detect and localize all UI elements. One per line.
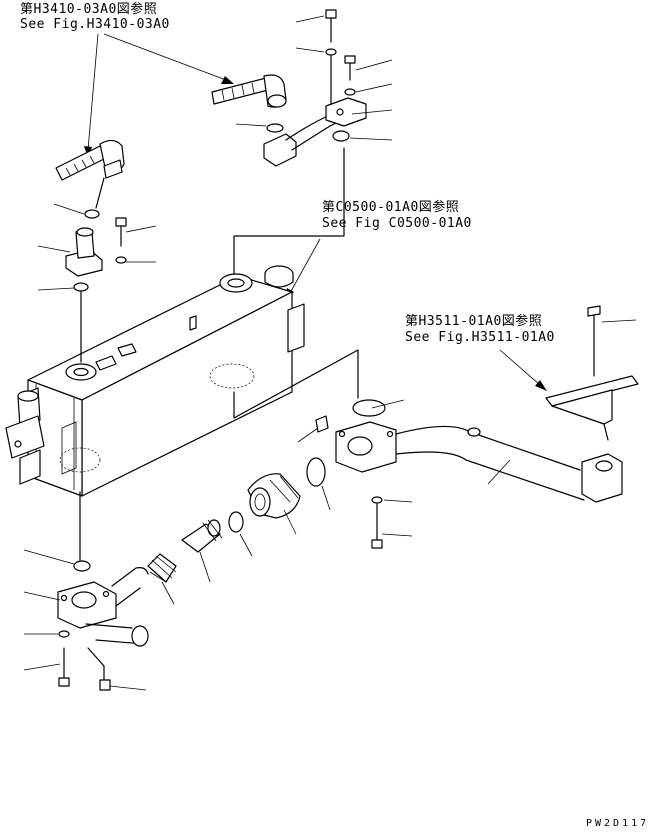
reference-h3511-en: See Fig.H3511-01A0 [405,330,555,345]
hose-assembly-right [211,9,367,167]
leader-lines [23,15,637,691]
center-lines [79,147,359,561]
bracket-assembly [545,305,639,441]
hydraulic-tank [5,265,305,497]
reference-h3511-jp: 第H3511-01A0図参照 [405,314,543,329]
coupling-set [147,473,301,583]
reference-c0500-en: See Fig C0500-01A0 [322,216,472,231]
reference-h3410-jp: 第H3410-03A0図参照 [20,2,158,17]
left-upper-flange [65,217,127,292]
reference-c0500-jp: 第C0500-01A0図参照 [322,200,460,215]
pipe-assembly-right [306,399,623,549]
hose-assembly-left [55,139,125,219]
lower-left-flange [57,560,149,691]
reference-h3410-en: See Fig.H3410-03A0 [20,17,170,32]
drawing-code: PW2D117 [586,818,650,829]
